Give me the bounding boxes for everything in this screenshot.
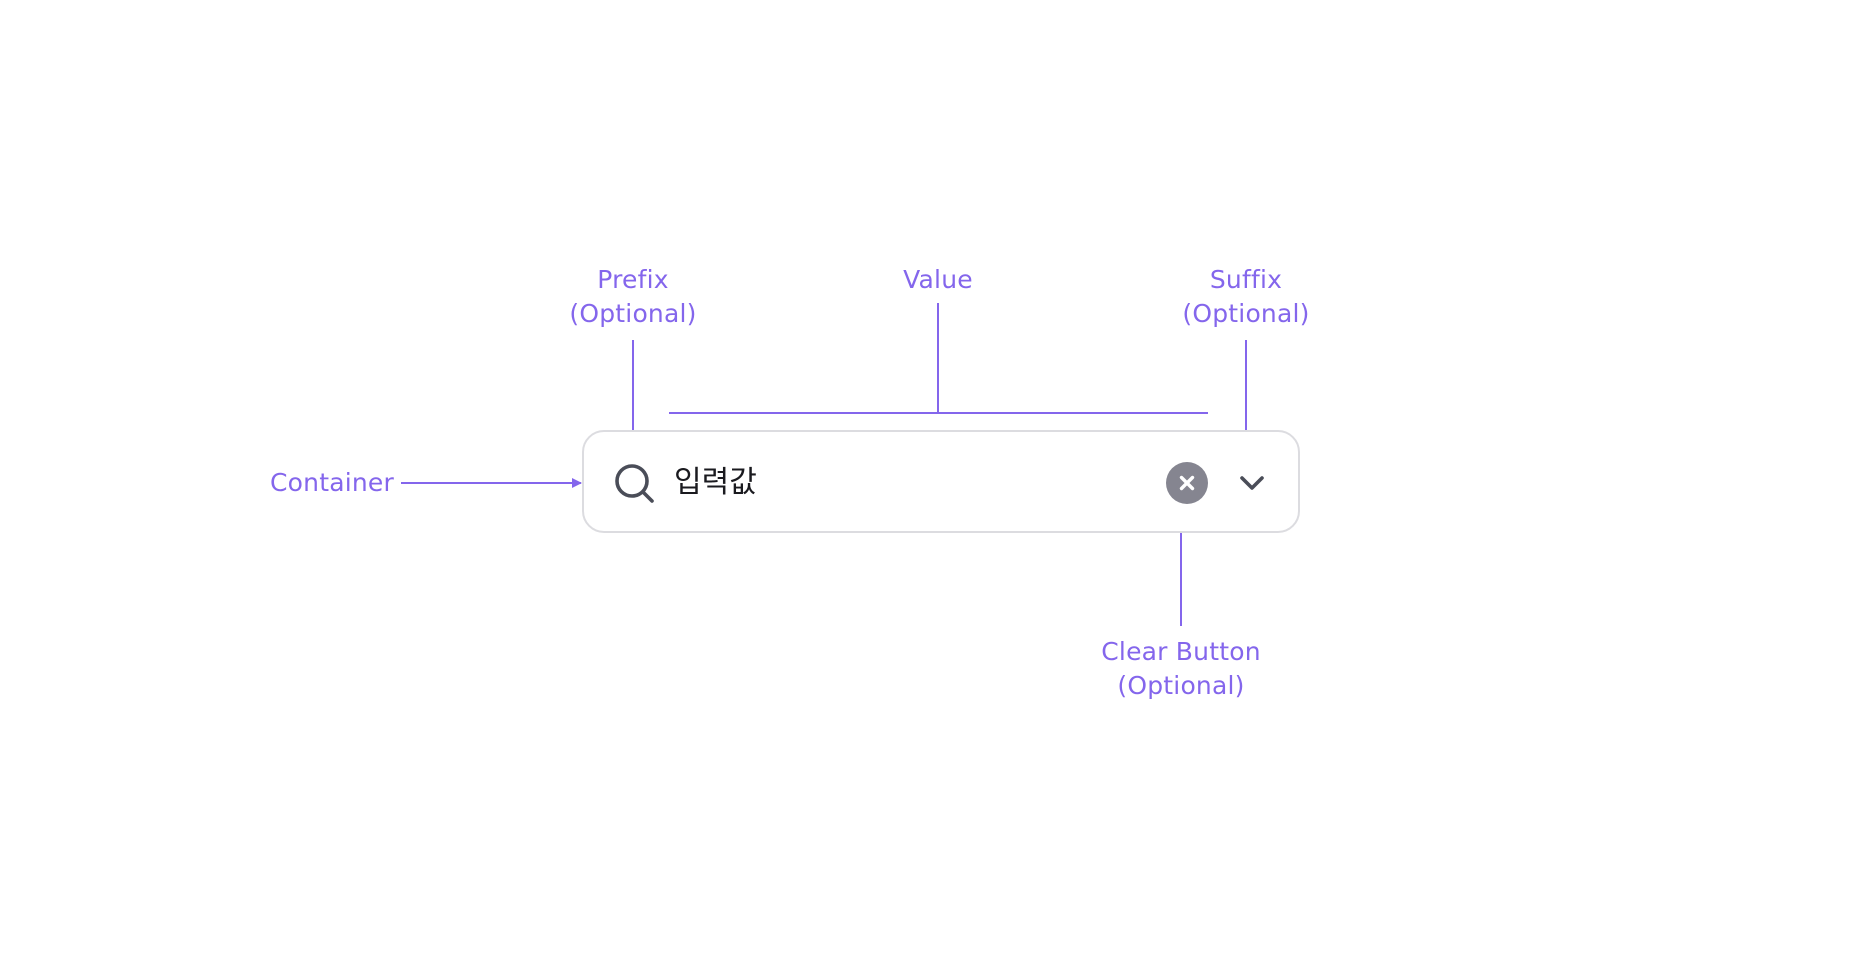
container-label: Container <box>270 468 394 497</box>
clear-button[interactable] <box>1166 462 1208 504</box>
prefix-label: Prefix (Optional) <box>533 263 733 331</box>
prefix-label-optional: (Optional) <box>569 299 697 328</box>
suffix-label-optional: (Optional) <box>1182 299 1310 328</box>
input-container[interactable]: 입력값 <box>582 430 1300 533</box>
input-value[interactable]: 입력값 <box>674 465 757 500</box>
value-label: Value <box>903 265 973 294</box>
suffix-label-title: Suffix <box>1209 265 1283 294</box>
suffix-label: Suffix (Optional) <box>1146 263 1346 331</box>
chevron-down-icon[interactable] <box>1234 465 1270 501</box>
clear-button-label-title: Clear Button <box>1101 637 1261 666</box>
search-icon <box>614 463 656 505</box>
prefix-label-title: Prefix <box>597 265 669 294</box>
clear-button-label-optional: (Optional) <box>1117 671 1245 700</box>
clear-button-label: Clear Button (Optional) <box>1051 635 1311 703</box>
